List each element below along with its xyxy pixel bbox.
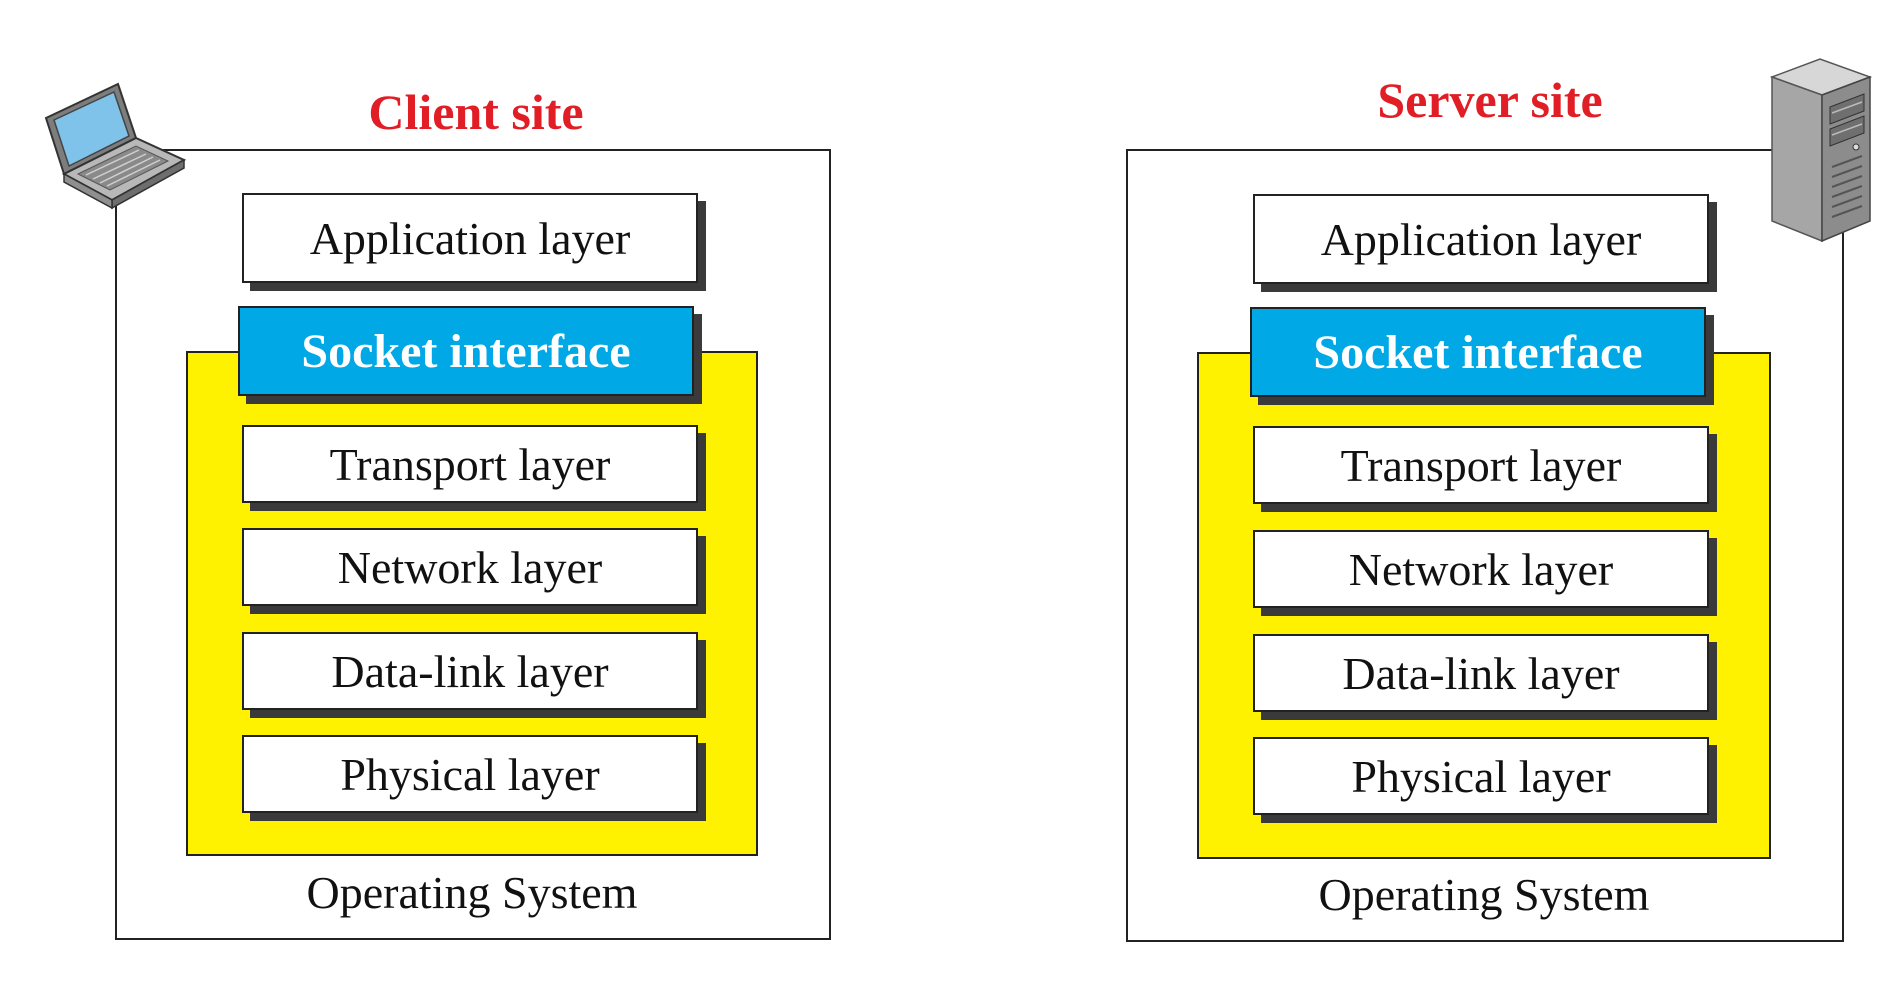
client-data-link-layer: Data-link layer <box>242 632 698 710</box>
client-physical-layer: Physical layer <box>242 735 698 813</box>
server-network-layer: Network layer <box>1253 530 1709 608</box>
client-operating-system-label: Operating System <box>306 867 638 918</box>
client-network-layer: Network layer <box>242 528 698 606</box>
laptop-icon <box>38 76 188 216</box>
server-socket-interface: Socket interface <box>1250 307 1706 397</box>
client-application-layer: Application layer <box>242 193 698 283</box>
server-application-layer: Application layer <box>1253 194 1709 284</box>
client-site-title: Client site <box>368 84 584 140</box>
server-operating-system-label: Operating System <box>1318 869 1650 920</box>
server-icon <box>1766 55 1876 245</box>
client-transport-layer: Transport layer <box>242 425 698 503</box>
server-physical-layer: Physical layer <box>1253 737 1709 815</box>
server-site-title: Server site <box>1377 72 1603 128</box>
client-socket-interface: Socket interface <box>238 306 694 396</box>
server-data-link-layer: Data-link layer <box>1253 634 1709 712</box>
server-transport-layer: Transport layer <box>1253 426 1709 504</box>
